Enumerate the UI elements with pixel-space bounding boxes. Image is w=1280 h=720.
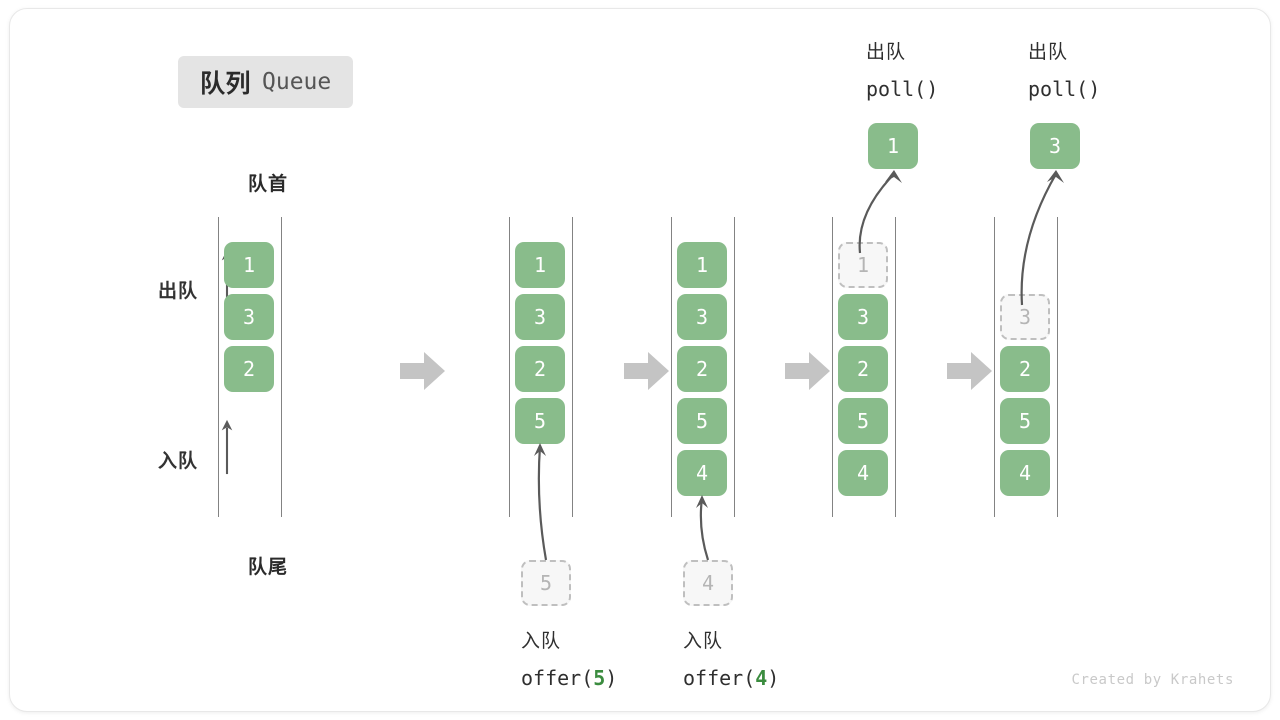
queue-element: 3 <box>224 294 274 340</box>
queue-column-poll-1: 1 3 2 5 4 1 出队 poll() <box>832 9 952 720</box>
step-arrow-icon <box>624 352 669 390</box>
enqueue-up-arrow-icon <box>221 419 233 475</box>
queue-container-rails <box>832 217 896 517</box>
pending-element-ghost: 4 <box>683 560 733 606</box>
rail-left <box>509 217 510 517</box>
queue-element: 1 <box>224 242 274 288</box>
polled-element: 3 <box>1030 123 1080 169</box>
operation-argument: 5 <box>593 666 606 690</box>
queue-element-ghost: 3 <box>1000 294 1050 340</box>
queue-column-poll-3: 3 2 5 4 3 出队 poll() <box>994 9 1114 720</box>
operation-code: offer(5) <box>521 666 618 690</box>
queue-element: 5 <box>838 398 888 444</box>
queue-container-rails <box>994 217 1058 517</box>
queue-container-rails <box>218 217 282 517</box>
rail-left <box>218 217 219 517</box>
queue-column-initial: 1 3 2 <box>218 9 338 720</box>
rail-left <box>994 217 995 517</box>
operation-name: 入队 <box>521 631 562 652</box>
diagram-card: 队列 Queue 队首 队尾 出队 入队 1 3 2 1 3 2 5 5 入队 offer(5) 1… <box>9 8 1271 712</box>
rail-right <box>281 217 282 517</box>
queue-container-rails <box>509 217 573 517</box>
operation-code: poll() <box>1028 77 1101 101</box>
queue-element: 3 <box>838 294 888 340</box>
polled-element: 1 <box>868 123 918 169</box>
step-arrow-icon <box>947 352 992 390</box>
operation-code: offer(4) <box>683 666 780 690</box>
operation-argument: 4 <box>755 666 768 690</box>
title-badge: 队列 Queue <box>178 56 354 108</box>
queue-head-label: 队首 <box>248 174 289 195</box>
queue-element-ghost: 1 <box>838 242 888 288</box>
queue-tail-label: 队尾 <box>248 557 289 578</box>
queue-element: 1 <box>677 242 727 288</box>
queue-element: 3 <box>677 294 727 340</box>
step-arrow-icon <box>785 352 830 390</box>
enqueue-direction-label: 入队 <box>158 451 199 472</box>
title-english: Queue <box>262 69 332 95</box>
queue-element: 4 <box>838 450 888 496</box>
queue-element: 2 <box>677 346 727 392</box>
queue-element: 1 <box>515 242 565 288</box>
operation-name: 出队 <box>866 42 907 63</box>
queue-column-offer-4: 1 3 2 5 4 4 入队 offer(4) <box>671 9 791 720</box>
operation-caption-poll-3: 出队 poll() <box>1028 35 1100 107</box>
rail-right <box>1057 217 1058 517</box>
footer-credit: Created by Krahets <box>1071 672 1234 688</box>
queue-column-offer-5: 1 3 2 5 5 入队 offer(5) <box>509 9 629 720</box>
rail-left <box>832 217 833 517</box>
operation-code: poll() <box>866 77 939 101</box>
queue-container-rails <box>671 217 735 517</box>
queue-element: 5 <box>515 398 565 444</box>
operation-name: 入队 <box>683 631 724 652</box>
rail-left <box>671 217 672 517</box>
queue-element: 2 <box>515 346 565 392</box>
queue-element: 4 <box>677 450 727 496</box>
step-arrow-icon <box>400 352 445 390</box>
queue-element: 5 <box>677 398 727 444</box>
title-chinese: 队列 <box>200 70 252 98</box>
operation-name: 出队 <box>1028 42 1069 63</box>
rail-right <box>734 217 735 517</box>
queue-element: 2 <box>838 346 888 392</box>
pending-element-ghost: 5 <box>521 560 571 606</box>
queue-element: 2 <box>1000 346 1050 392</box>
operation-caption-offer-4: 入队 offer(4) <box>683 624 779 696</box>
queue-element: 5 <box>1000 398 1050 444</box>
operation-caption-poll-1: 出队 poll() <box>866 35 938 107</box>
queue-element: 3 <box>515 294 565 340</box>
rail-right <box>572 217 573 517</box>
queue-element: 4 <box>1000 450 1050 496</box>
operation-caption-offer-5: 入队 offer(5) <box>521 624 617 696</box>
queue-element: 2 <box>224 346 274 392</box>
rail-right <box>895 217 896 517</box>
dequeue-direction-label: 出队 <box>158 281 199 302</box>
